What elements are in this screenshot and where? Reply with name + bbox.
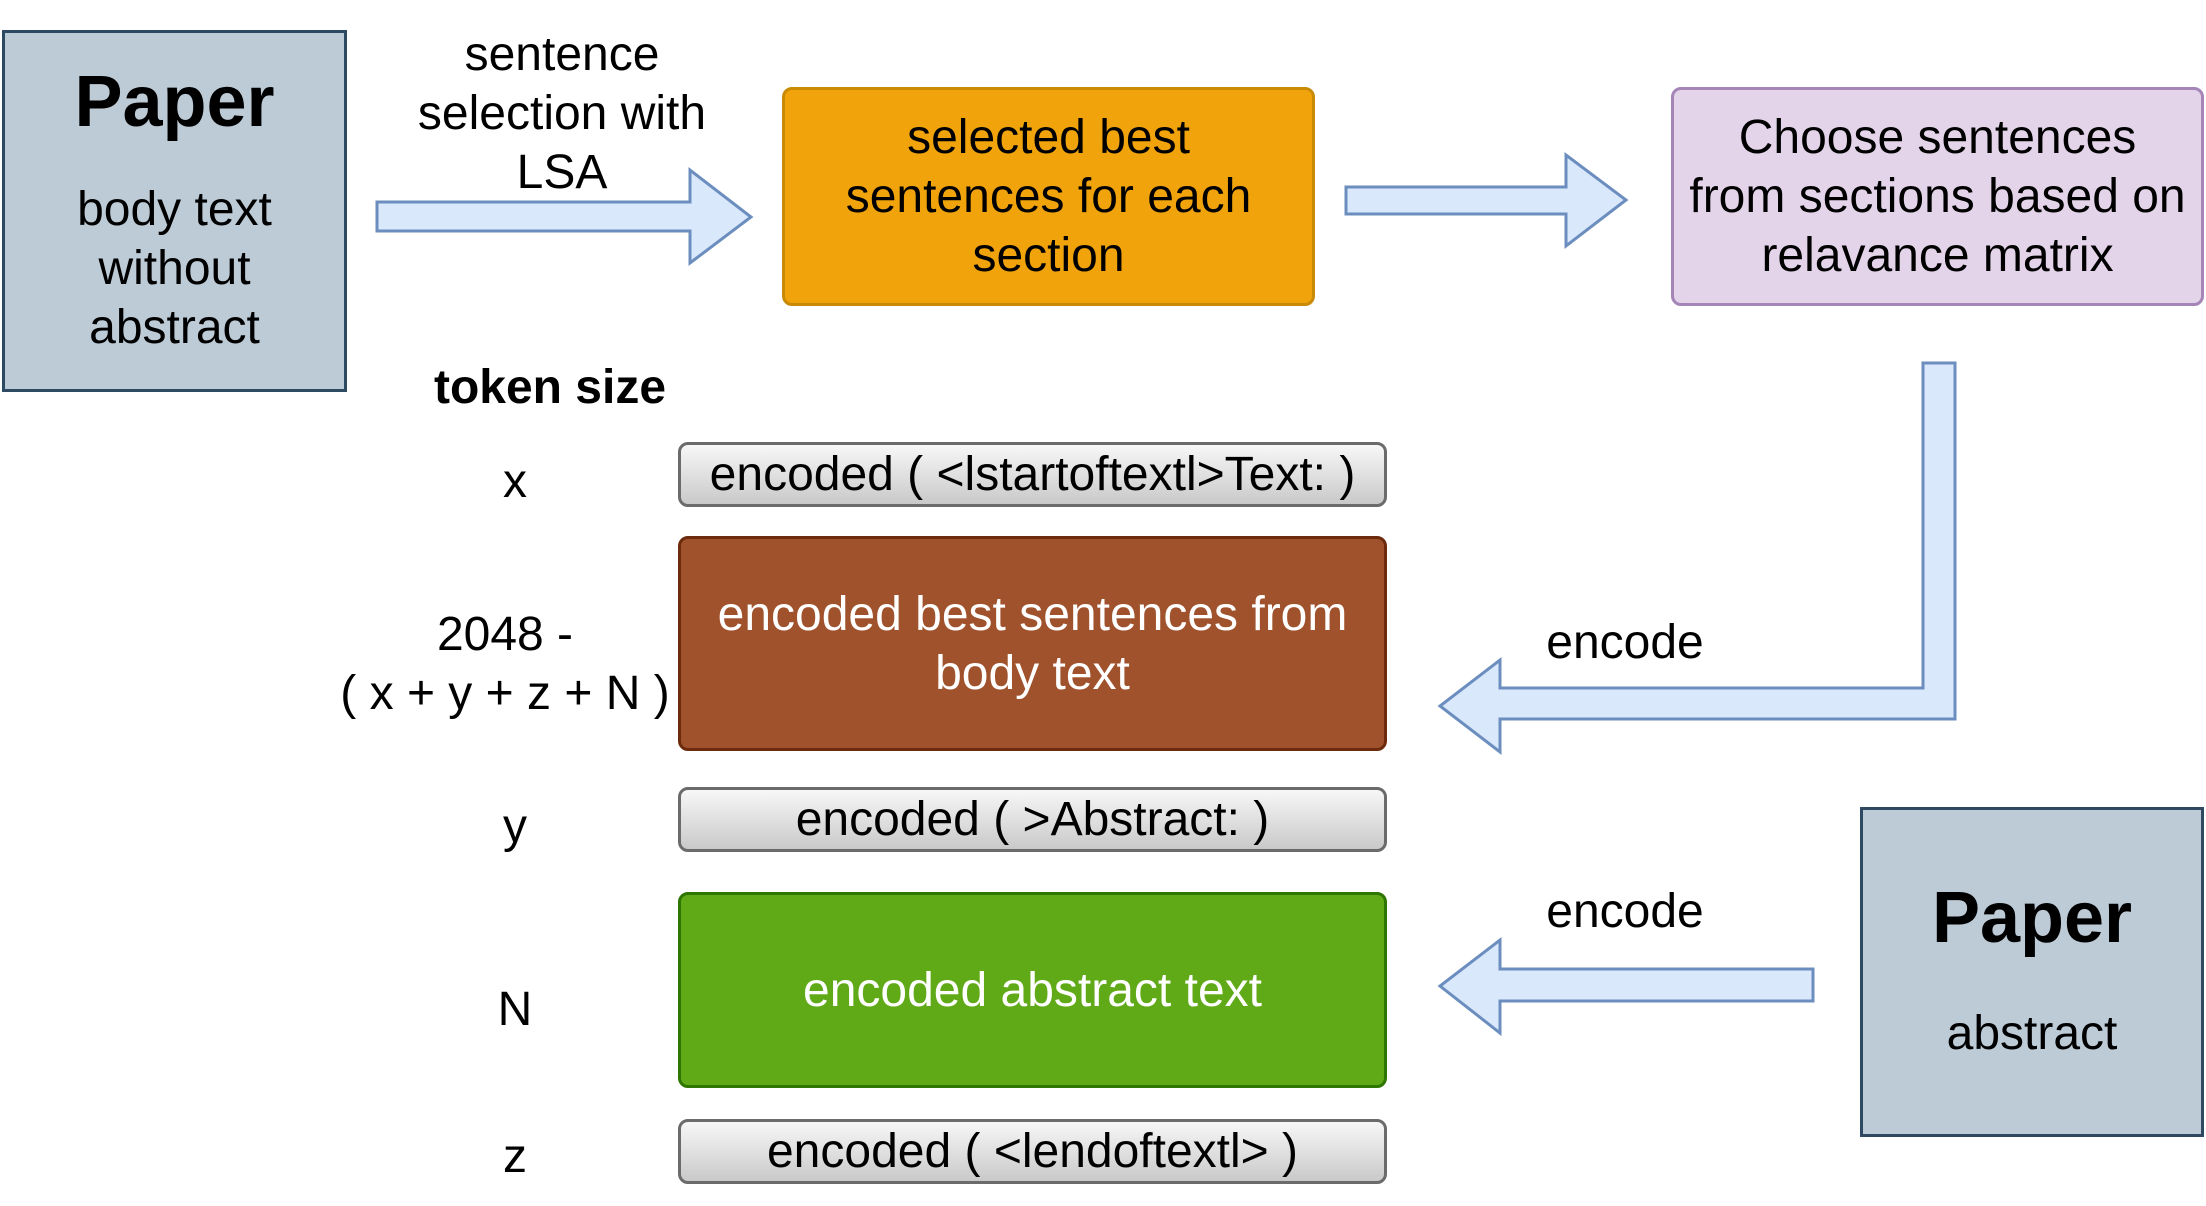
sentence-selection-label: sentence selection with LSA [402,25,722,202]
choose-sentences-box: Choose sentences from sections based on … [1671,87,2204,306]
encoded-start-text-label: encoded ( <lstartoftextl>Text: ) [709,447,1356,501]
encoded-best-sentences-block: encoded best sentences from body text [678,536,1387,751]
token-size-best: 2048 - ( x + y + z + N ) [320,605,690,723]
encoded-start-text-block: encoded ( <lstartoftextl>Text: ) [678,442,1387,507]
encoded-abstract-text-block: encoded abstract text [678,892,1387,1088]
sentence-selection-line-3: LSA [516,146,608,199]
token-size-best-line-1: 2048 - [436,608,574,661]
selected-line-1: selected best [907,111,1190,164]
encode-label-lower: encode [1546,885,1704,938]
paper-body-line-3: abstract [89,300,260,354]
selected-best-sentences-box: selected best sentences for each section [782,87,1315,306]
encoded-abstract-marker-block: encoded ( >Abstract: ) [678,787,1387,852]
paper-abstract-subtitle: abstract [1946,1006,2118,1060]
selected-line-2: sentences for each [845,170,1252,223]
encode-label-upper: encode [1546,616,1704,669]
token-size-heading: token size [433,361,667,414]
choose-line-1: Choose sentences [1738,111,2137,164]
paper-abstract-box: Paper abstract [1860,807,2204,1137]
selected-line-3: section [972,229,1125,282]
arrow-paper-to-selected [375,166,754,267]
token-size-n: N [497,983,533,1036]
encoded-best-line-2: body text [935,646,1130,700]
choose-line-2: from sections based on [1689,170,2186,223]
sentence-selection-line-2: selection with [417,87,707,140]
paper-abstract-title: Paper [1931,877,2133,958]
choose-line-3: relavance matrix [1761,229,2114,282]
encoded-best-line-1: encoded best sentences from [717,587,1348,641]
encoded-end-text-label: encoded ( <lendoftextl> ) [766,1124,1299,1178]
token-size-best-line-2: ( x + y + z + N ) [340,667,670,720]
arrow-selected-to-choose [1344,152,1629,250]
token-size-z: z [503,1130,527,1183]
arrow-choose-to-best-sentences [1437,361,1957,756]
encoded-abstract-marker-label: encoded ( >Abstract: ) [795,792,1270,846]
token-size-x: x [503,455,527,508]
paper-body-line-2: without [98,241,251,295]
paper-body-box: Paper body text without abstract [2,30,347,392]
encoded-abstract-text-label: encoded abstract text [803,963,1262,1017]
paper-body-title: Paper [74,61,275,142]
token-size-y: y [503,800,527,853]
paper-body-line-1: body text [77,182,272,236]
encoded-end-text-block: encoded ( <lendoftextl> ) [678,1119,1387,1184]
arrow-abstract-to-abstract-text [1437,936,1815,1037]
sentence-selection-line-1: sentence [464,28,660,81]
